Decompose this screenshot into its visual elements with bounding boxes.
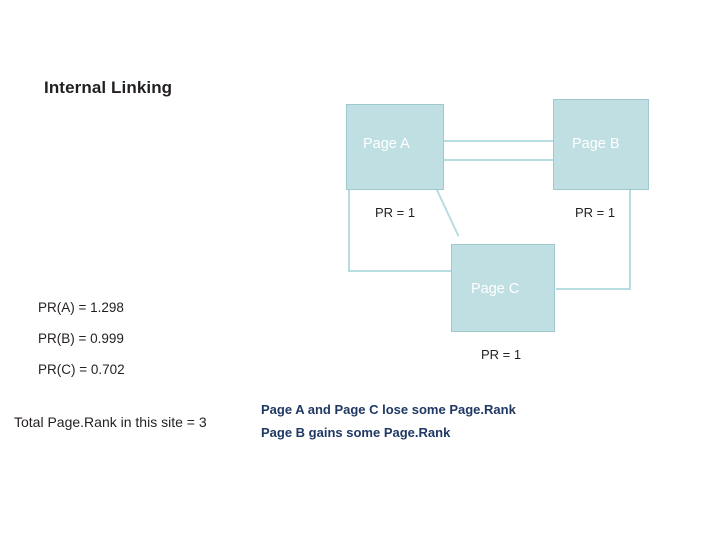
stat-pr-c: PR(C) = 0.702: [38, 362, 125, 377]
node-page-a-pr: PR = 1: [375, 205, 416, 220]
connector-a-to-b-bottom: [444, 159, 556, 161]
connector-a-down-left: [348, 190, 350, 272]
node-page-b[interactable]: [553, 99, 649, 190]
node-page-c-pr: PR = 1: [481, 347, 522, 362]
connector-b-to-c-horizontal: [556, 288, 631, 290]
node-page-c[interactable]: [451, 244, 555, 332]
connector-b-down: [629, 190, 631, 289]
stat-pr-a: PR(A) = 1.298: [38, 300, 124, 315]
connector-c-left: [348, 270, 452, 272]
note-line-2: Page B gains some Page.Rank: [261, 425, 451, 440]
note-line-1: Page A and Page C lose some Page.Rank: [261, 402, 516, 417]
node-page-a[interactable]: [346, 104, 444, 190]
total-pagerank: Total Page.Rank in this site = 3: [14, 414, 207, 430]
node-page-b-pr: PR = 1: [575, 205, 616, 220]
node-page-c-label: Page C: [471, 281, 520, 297]
node-page-a-label: Page A: [363, 136, 410, 152]
page-title: Internal Linking: [44, 78, 173, 97]
stat-pr-b: PR(B) = 0.999: [38, 331, 124, 346]
node-page-b-label: Page B: [572, 136, 620, 152]
connector-a-to-b-top: [444, 140, 556, 142]
connector-a-to-c-diagonal: [434, 185, 460, 237]
